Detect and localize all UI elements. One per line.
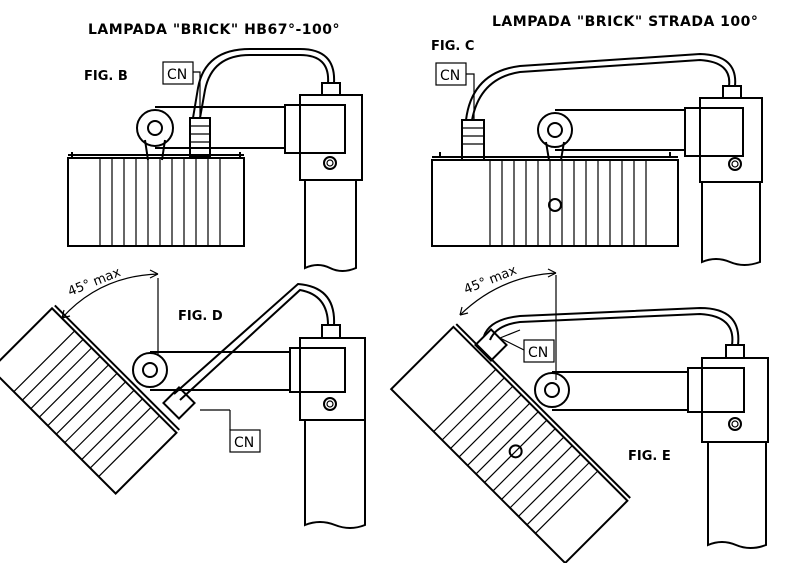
title-right: LAMPADA "BRICK" STRADA 100° [492, 14, 758, 30]
fig-c-drawing [431, 52, 763, 266]
angle-label-e: 45° max [462, 263, 519, 298]
fig-e-label: FIG. E [628, 449, 671, 464]
fig-b-label: FIG. B [84, 69, 128, 84]
fig-b-drawing [67, 48, 363, 272]
cn-label-e: CN [528, 345, 548, 361]
title-left: LAMPADA "BRICK" HB67°-100° [88, 22, 340, 38]
cn-label-b: CN [167, 67, 187, 83]
cn-label-c: CN [440, 68, 460, 84]
cn-label-d: CN [234, 435, 254, 451]
fig-d-label: FIG. D [178, 309, 223, 324]
fig-c-label: FIG. C [431, 39, 474, 54]
fig-d-drawing [0, 269, 366, 529]
fig-e-drawing [389, 268, 769, 563]
